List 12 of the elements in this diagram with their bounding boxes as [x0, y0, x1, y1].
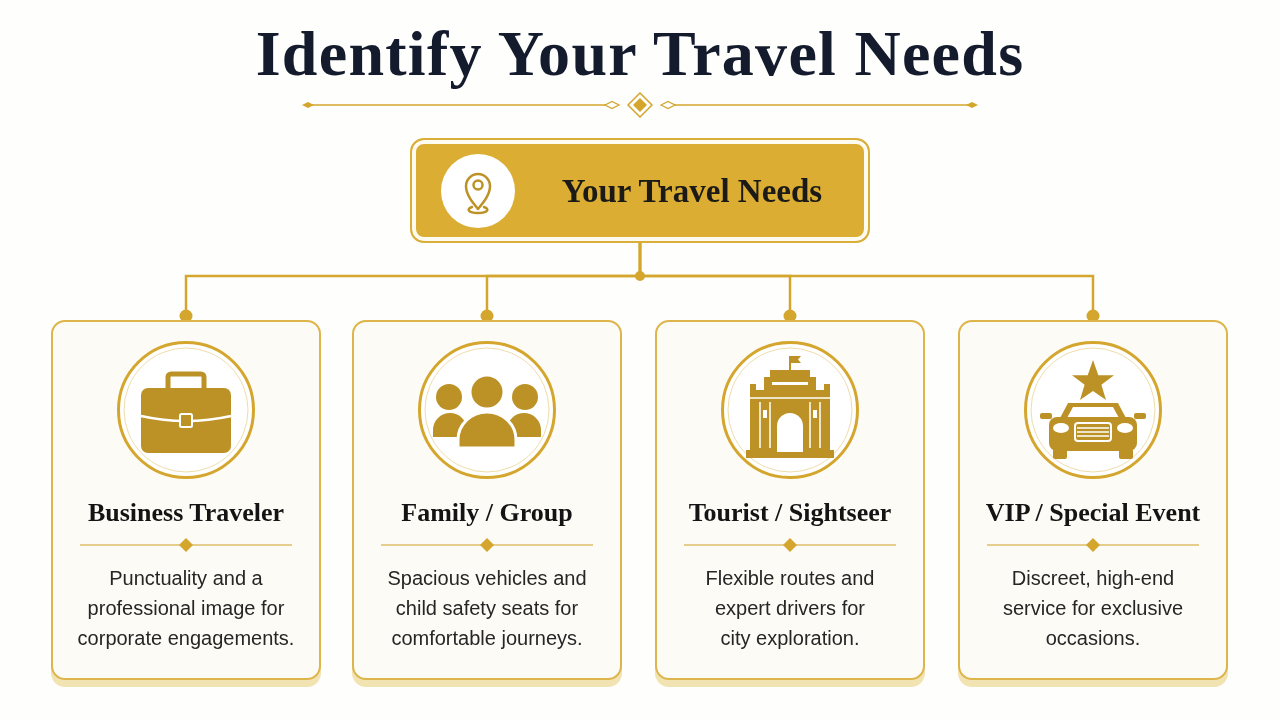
card-description: Punctuality and a professional image for corporate engagements.	[76, 566, 296, 651]
page-title: Identify Your Travel Needs	[255, 17, 1025, 91]
card-title: Family / Group	[401, 497, 573, 529]
hub-title: Your Travel Needs	[561, 171, 823, 211]
hub-box	[410, 138, 870, 243]
card-description: Spacious vehicles and child safety seats for comfortable journeys.	[386, 566, 588, 651]
card-description: Flexible routes and expert drivers for city exploration.	[704, 566, 876, 651]
card-title: VIP / Special Event	[985, 497, 1201, 529]
connector-line	[638, 243, 1100, 323]
card-title: Business Traveler	[87, 497, 285, 529]
card-description: Discreet, high-end service for exclusive occasions.	[1001, 566, 1185, 651]
card-title: Tourist / Sightseer	[688, 497, 892, 529]
